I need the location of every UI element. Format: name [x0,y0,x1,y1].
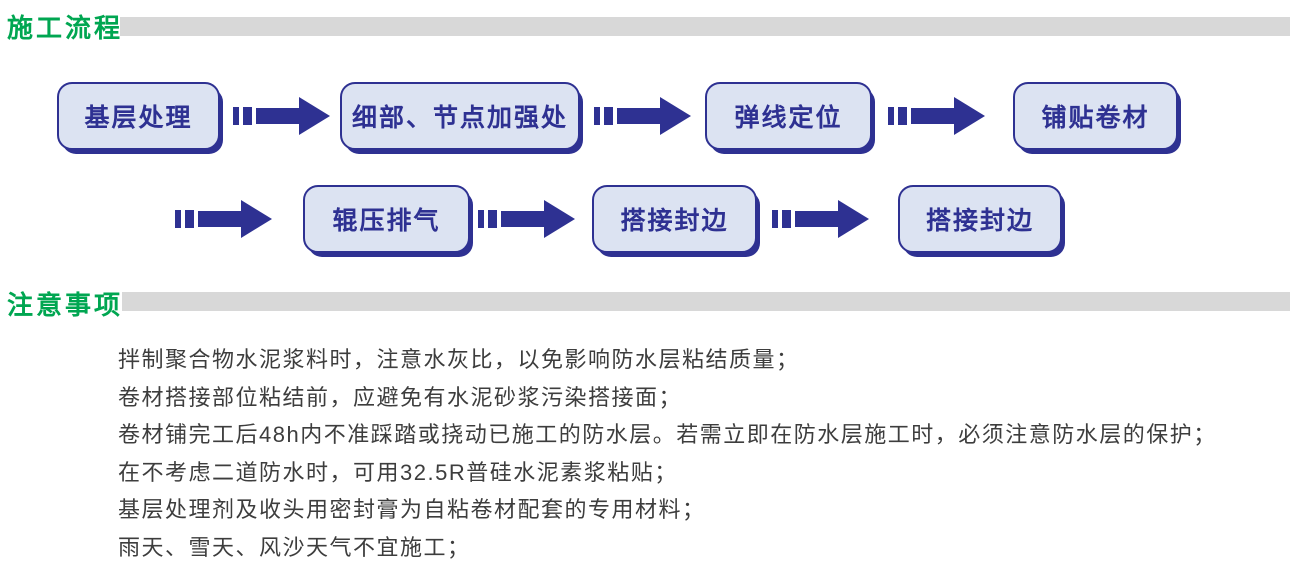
note-item: 拌制聚合物水泥浆料时，注意水灰比，以免影响防水层粘结质量； [118,347,800,372]
flow-step-detail-node-reinforcement: 细部、节点加强处 [340,82,580,150]
note-item: 卷材搭接部位粘结前，应避免有水泥砂浆污染搭接面； [118,384,683,410]
flow-step-lay-membrane: 铺贴卷材 [1013,82,1178,150]
notes-list: 拌制聚合物水泥浆料时，注意水灰比，以免影响防水层粘结质量； 卷材搭接部位粘结前，… [118,341,1217,567]
flow-step-lap-edge-sealing-2: 搭接封边 [898,185,1062,253]
flow-step-base-treatment: 基层处理 [57,82,220,150]
flow-arrow-icon [175,197,272,241]
flow-step-chalk-line-positioning: 弹线定位 [705,82,872,150]
flow-arrow-icon [233,94,330,138]
note-item: 在不考虑二道防水时，可用32.5R普硅水泥素浆粘贴； [118,459,678,485]
notes-header-bar [122,292,1290,311]
note-item: 雨天、雪天、风沙天气不宜施工； [118,534,471,560]
flow-step-lap-edge-sealing-1: 搭接封边 [592,185,757,253]
process-header-bar [120,17,1290,36]
flow-arrow-icon [888,94,985,138]
flow-arrow-icon [478,197,575,241]
flow-arrow-icon [772,197,869,241]
note-item: 卷材铺完工后48h内不准踩踏或挠动已施工的防水层。若需立即在防水层施工时，必须注… [118,422,1217,448]
flow-arrow-icon [594,94,691,138]
note-item: 基层处理剂及收头用密封膏为自粘卷材配套的专用材料； [118,497,706,523]
process-section-title: 施工流程 [7,13,124,43]
flow-step-roll-press-exhaust: 辊压排气 [303,185,470,253]
notes-section-title: 注意事项 [7,290,124,320]
